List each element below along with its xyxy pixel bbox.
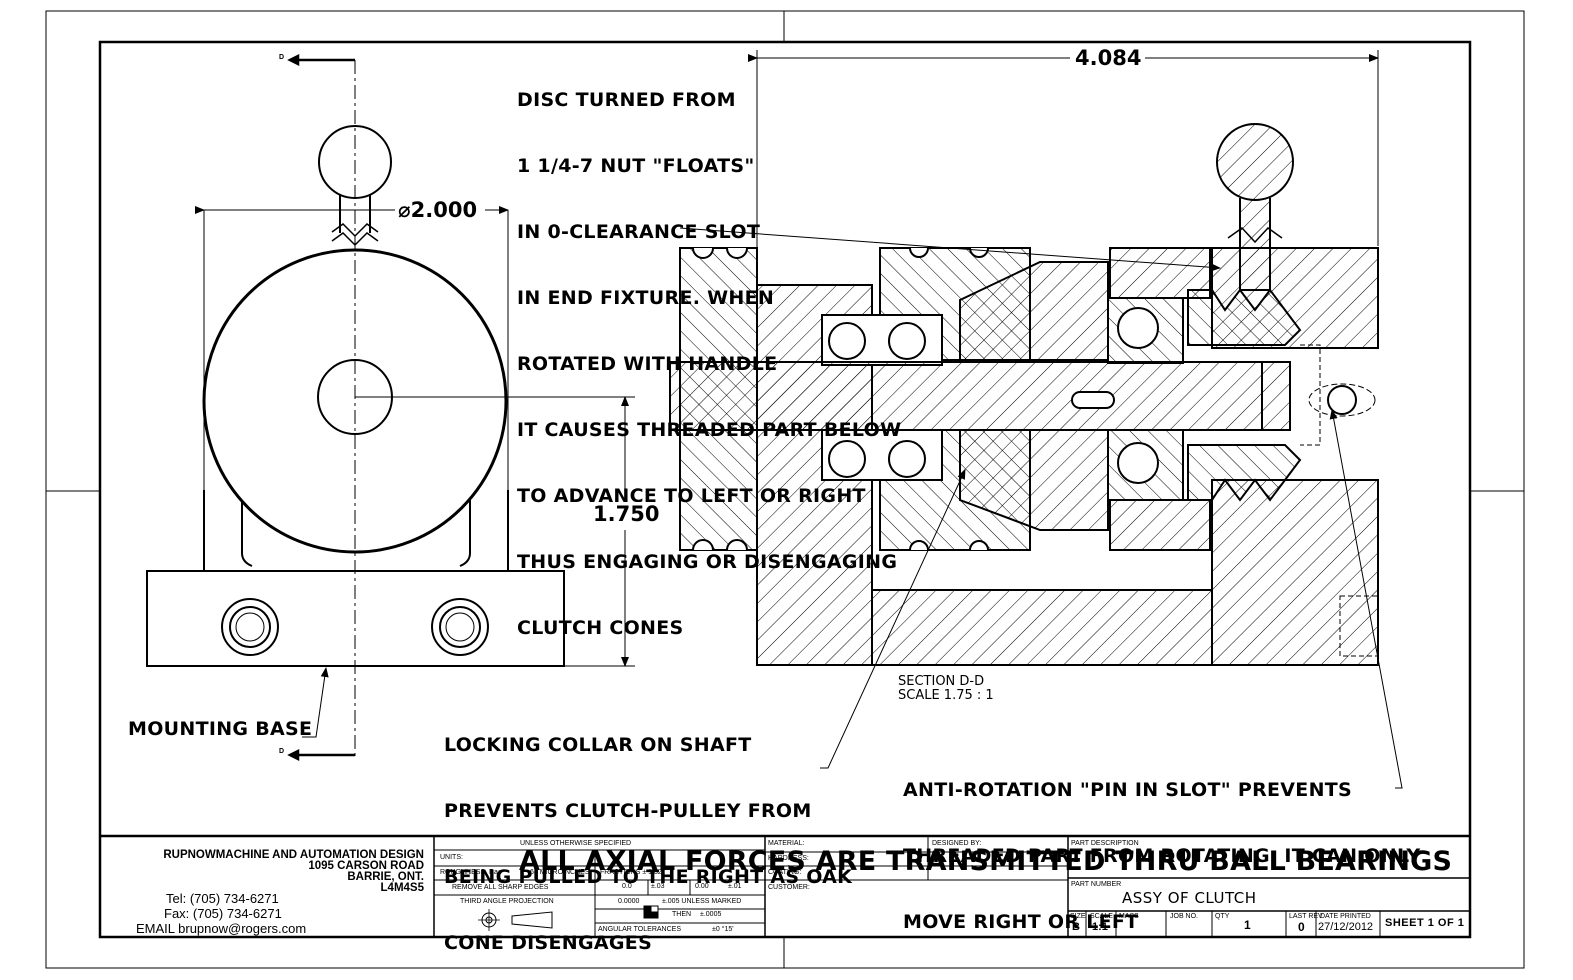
note-line: LOCKING COLLAR ON SHAFT <box>444 734 752 756</box>
date-label: DATE PRINTED <box>1320 913 1371 920</box>
section-view <box>669 123 1379 666</box>
note-line: 1 1/4-7 NUT "FLOATS" <box>517 155 755 177</box>
dimension-lines-front <box>195 206 635 738</box>
note-line: BEING PULLED TO THE RIGHT AS OAK <box>444 866 853 888</box>
axial-forces-banner: ALL AXIAL FORCES ARE TRANSMITTED THRU BA… <box>519 846 1453 877</box>
sheet-border <box>45 10 1525 969</box>
note-line: ROTATED WITH HANDLE <box>517 353 778 375</box>
mounting-base-label: MOUNTING BASE <box>128 718 313 740</box>
size-label: SIZE <box>1070 913 1086 920</box>
angular-label: ANGULAR TOLERANCES <box>598 926 681 933</box>
job-label: JOB NO. <box>1170 913 1199 920</box>
section-scale: SCALE 1.75 : 1 <box>898 688 994 703</box>
note-line: IT CAUSES THREADED PART BELOW <box>517 419 902 441</box>
dimension-lines-section <box>679 50 1403 789</box>
phone: Tel: (705) 734-6271 <box>166 891 279 906</box>
title-block-grid <box>100 834 1470 937</box>
unless-specified: UNLESS OTHERWISE SPECIFIED <box>520 840 632 847</box>
fax: Fax: (705) 734-6271 <box>164 906 282 921</box>
note-line: IN 0-CLEARANCE SLOT <box>517 221 761 243</box>
then-value: ±.0005 <box>700 911 722 918</box>
scale-value: 1:1 <box>1092 921 1108 933</box>
company-contact: Tel: (705) 734-6271 Fax: (705) 734-6271 … <box>136 891 306 936</box>
section-marker-top: D <box>279 54 285 61</box>
hardness-label: HARDNESS: <box>768 855 809 862</box>
roughness-label: ROUGHNESS, Ra: <box>440 869 500 876</box>
note-line: CLUTCH CONES <box>517 617 684 639</box>
diameter-value: 2.000 <box>410 198 478 222</box>
note-line: ANTI-ROTATION "PIN IN SLOT" PREVENTS <box>903 779 1353 801</box>
tol-fine-value: ±.005 UNLESS MARKED <box>662 898 742 905</box>
angular-value: ±0 °15' <box>712 926 734 933</box>
mass-label: MASS <box>1119 913 1139 920</box>
company-address: RUPNOWMACHINE AND AUTOMATION DESIGN 1095… <box>120 849 424 894</box>
remove-edges: REMOVE ALL SHARP EDGES <box>452 884 549 891</box>
company-postal: L4M4S5 <box>380 882 424 894</box>
disc-note: DISC TURNED FROM 1 1/4-7 NUT "FLOATS" IN… <box>517 45 901 661</box>
scale-label: SCALE <box>1090 913 1113 920</box>
length-dimension: 4.084 <box>1073 46 1144 70</box>
section-label: SECTION D-D SCALE 1.75 : 1 <box>898 675 994 703</box>
height-dimension: 1.750 <box>591 502 662 526</box>
collar-note: LOCKING COLLAR ON SHAFT PREVENTS CLUTCH-… <box>444 690 852 976</box>
tol-a: 0.0 <box>622 883 632 890</box>
fractions: FRACTIONS ± 1/32 <box>600 869 662 876</box>
note-line: PREVENTS CLUTCH-PULLEY FROM <box>444 800 812 822</box>
note-line: MOVE RIGHT OR LEFT <box>903 911 1139 933</box>
roughness-value: 63 MICROINCHES <box>530 869 590 876</box>
note-line: DISC TURNED FROM <box>517 89 736 111</box>
front-view <box>146 125 565 667</box>
note-line: TO ADVANCE TO LEFT OR RIGHT <box>517 485 866 507</box>
anti-rotation-note: ANTI-ROTATION "PIN IN SLOT" PREVENTS THR… <box>903 735 1420 955</box>
section-cut-line <box>287 53 355 762</box>
note-line: CONE DISENGAGES <box>444 932 653 954</box>
coating-label: COATING: <box>768 869 802 876</box>
note-line: THREADED PART FROM ROTATING. IT CAN ONLY <box>903 845 1421 867</box>
customer-label: CUSTOMER: <box>768 884 810 891</box>
company-name: RUPNOWMACHINE AND AUTOMATION DESIGN <box>163 849 424 861</box>
tol-fine: 0.0000 <box>618 898 640 905</box>
qty-value: 1 <box>1244 918 1251 932</box>
diameter-dimension: ⌀2.000 <box>396 198 480 222</box>
part-number: ASSY OF CLUTCH <box>1122 889 1257 907</box>
units-label: UNITS: <box>440 854 463 861</box>
email: EMAIL brupnow@rogers.com <box>136 921 307 936</box>
tol-c: 0.00 <box>695 883 709 890</box>
note-line: IN END FIXTURE. WHEN <box>517 287 775 309</box>
tol-d: ±.01 <box>728 883 742 890</box>
qty-label: QTY <box>1215 913 1230 920</box>
designed-by-label: DESIGNED BY: <box>932 840 982 847</box>
material-label: MATERIAL: <box>768 840 805 847</box>
section-title: SECTION D-D <box>898 674 985 689</box>
then-label: THEN <box>672 911 692 918</box>
part-description-label: PART DESCRIPTION <box>1071 840 1139 847</box>
part-number-label: PART NUMBER <box>1071 881 1122 888</box>
diameter-symbol: ⌀ <box>398 198 411 222</box>
company-street: 1095 CARSON ROAD <box>308 860 424 872</box>
section-marker-bottom: D <box>279 748 285 755</box>
rev-value: 0 <box>1298 920 1305 934</box>
note-line: THUS ENGAGING OR DISENGAGING <box>517 551 898 573</box>
company-city: BARRIE, ONT. <box>347 871 424 883</box>
sheet-number: SHEET 1 OF 1 <box>1385 917 1465 929</box>
date-value: 27/12/2012 <box>1318 921 1374 933</box>
rev-label: LAST REV <box>1289 913 1323 920</box>
tol-b: ±.03 <box>651 883 665 890</box>
projection-label: THIRD ANGLE PROJECTION <box>460 898 554 905</box>
size-value: B <box>1072 921 1080 933</box>
